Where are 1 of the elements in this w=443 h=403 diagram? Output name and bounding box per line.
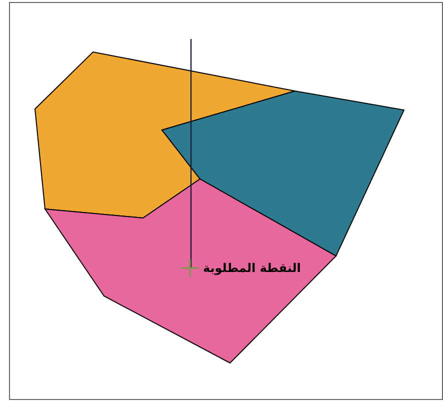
point-label: النقطة المطلوبة xyxy=(203,261,301,275)
